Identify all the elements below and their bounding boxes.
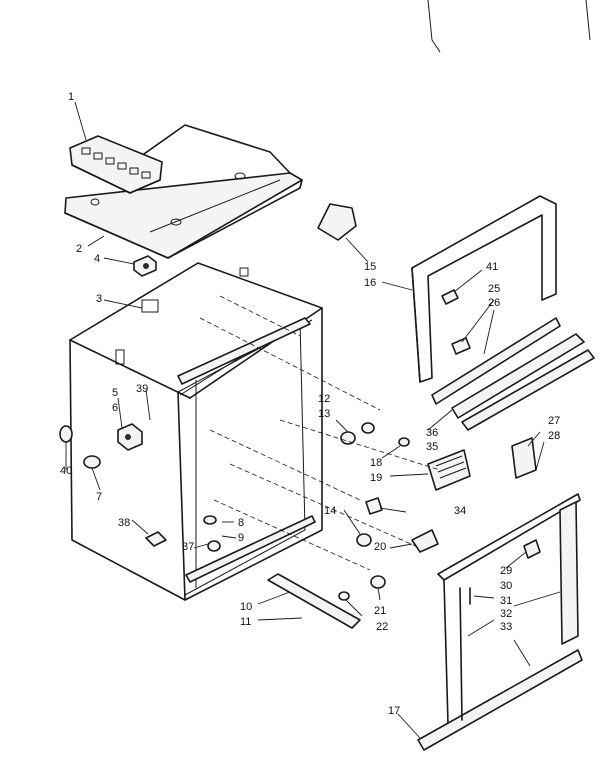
callout-10: 10 xyxy=(240,601,252,613)
bracket-38 xyxy=(145,531,167,547)
door-frame-upper xyxy=(411,195,557,383)
door-rail-35 xyxy=(461,349,595,431)
knob-7 xyxy=(83,455,101,469)
latch-15 xyxy=(317,203,357,241)
gear-20 xyxy=(356,533,372,547)
door-rail-26 xyxy=(431,317,561,405)
callout-41: 41 xyxy=(486,261,498,273)
connector-40 xyxy=(59,425,73,443)
callout-11: 11 xyxy=(240,616,251,628)
callout-39: 39 xyxy=(136,383,148,395)
roller-13 xyxy=(340,431,356,445)
callout-25: 25 xyxy=(488,283,500,295)
callout-31: 31 xyxy=(500,595,512,607)
callout-9: 9 xyxy=(238,532,244,544)
door-rail-36 xyxy=(451,333,585,419)
inner-rail-bottom xyxy=(185,515,316,583)
callout-21: 21 xyxy=(374,605,386,617)
switch-assembly xyxy=(117,423,143,451)
inner-rail-top xyxy=(177,317,311,385)
tab-20b xyxy=(411,529,439,553)
callout-34: 34 xyxy=(454,505,466,517)
cabinet-box xyxy=(69,262,323,601)
vent-grille xyxy=(427,449,471,491)
roller-12 xyxy=(361,422,375,434)
callout-28: 28 xyxy=(548,430,560,442)
callout-35: 35 xyxy=(426,441,438,453)
grommet-37 xyxy=(207,540,221,552)
clip-41 xyxy=(441,289,459,305)
callout-17: 17 xyxy=(388,705,400,717)
clip-8 xyxy=(203,515,217,525)
alignment-lines xyxy=(199,295,441,571)
leader-lines xyxy=(65,101,561,739)
callout-40: 40 xyxy=(60,465,72,477)
clip-34 xyxy=(365,497,383,515)
callout-labels: 1 2 4 3 5 6 39 40 7 38 37 8 9 10 11 15 1… xyxy=(60,91,560,717)
callout-19: 19 xyxy=(370,472,382,484)
callout-6: 6 xyxy=(112,402,118,414)
callout-29: 29 xyxy=(500,565,512,577)
callout-7: 7 xyxy=(96,491,102,503)
callout-15: 15 xyxy=(364,261,376,273)
nut-22 xyxy=(338,591,350,601)
callout-16: 16 xyxy=(364,277,376,289)
callout-2: 2 xyxy=(76,243,82,255)
callout-4: 4 xyxy=(94,253,100,265)
callout-1: 1 xyxy=(68,91,74,103)
nut-18 xyxy=(398,437,410,447)
side-bracket xyxy=(511,437,537,479)
callout-26: 26 xyxy=(488,297,500,309)
callout-38: 38 xyxy=(118,517,130,529)
corner-stroke-top xyxy=(427,0,441,53)
corner-stroke-right xyxy=(585,0,591,41)
callout-12: 12 xyxy=(318,393,330,405)
callout-8: 8 xyxy=(238,517,244,529)
callout-27: 27 xyxy=(548,415,560,427)
callout-32: 32 xyxy=(500,608,512,620)
callout-22: 22 xyxy=(376,621,388,633)
clip-25 xyxy=(451,337,471,355)
control-block xyxy=(69,135,163,194)
bottom-rail xyxy=(267,573,361,629)
callout-37: 37 xyxy=(182,541,194,553)
callout-36: 36 xyxy=(426,427,438,439)
small-bracket xyxy=(133,255,157,277)
callout-30: 30 xyxy=(500,580,512,592)
callout-14: 14 xyxy=(324,505,336,517)
cap-21 xyxy=(370,575,386,589)
top-panel xyxy=(64,124,303,259)
door-frame-lower xyxy=(417,493,583,751)
callout-13: 13 xyxy=(318,408,330,420)
clip-29 xyxy=(523,539,541,559)
callout-3: 3 xyxy=(96,293,102,305)
callout-5: 5 xyxy=(112,387,118,399)
callout-20: 20 xyxy=(374,541,386,553)
callout-33: 33 xyxy=(500,621,512,633)
callout-18: 18 xyxy=(370,457,382,469)
